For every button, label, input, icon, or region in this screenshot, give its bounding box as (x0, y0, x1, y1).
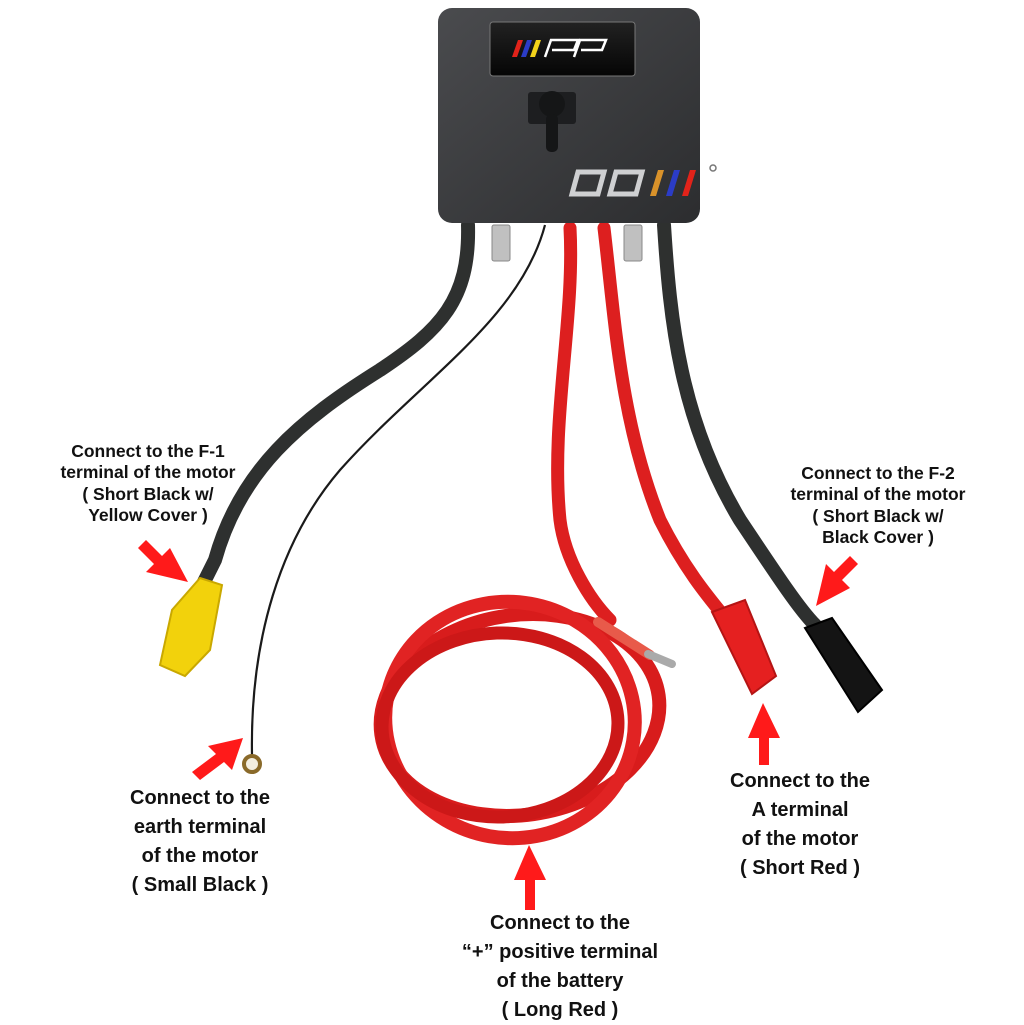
yellow-cover (158, 576, 224, 678)
label-f1-terminal: Connect to the F-1 terminal of the motor… (28, 441, 268, 526)
arrow-earth (192, 738, 243, 780)
pp-logo (512, 38, 608, 58)
label-line: Connect to the (490, 912, 630, 934)
cable-f2-black (657, 218, 884, 714)
label-line: ( Short Red ) (740, 857, 860, 879)
label-earth-terminal: Connect to the earth terminal of the mot… (100, 784, 300, 900)
label-line: ( Long Red ) (501, 999, 619, 1021)
arrow-a-terminal (748, 703, 780, 765)
label-line: Connect to the (730, 770, 870, 792)
control-box (438, 8, 717, 262)
dd-badge (568, 164, 717, 197)
label-a-terminal: Connect to the A terminal of the motor (… (700, 767, 900, 883)
label-line: terminal of the motor (60, 462, 236, 483)
label-line: Connect to the F-1 (71, 441, 225, 461)
label-line: of the battery (496, 970, 624, 992)
label-line: earth terminal (133, 816, 267, 838)
label-battery-positive: Connect to the “+” positive terminal of … (430, 909, 690, 1025)
label-line: Black Cover ) (822, 527, 934, 548)
label-line: of the motor (741, 828, 859, 850)
label-line: Connect to the F-2 (801, 463, 955, 483)
label-line: “+” positive terminal (461, 941, 659, 963)
label-line: Connect to the (130, 787, 270, 809)
label-line: terminal of the motor (790, 484, 966, 505)
label-line: ( Short Black w/ (812, 505, 944, 526)
label-line: A terminal (751, 799, 849, 821)
label-f2-terminal: Connect to the F-2 terminal of the motor… (768, 463, 988, 548)
earth-ring-terminal (242, 754, 262, 774)
cable-a-short-red (597, 221, 778, 696)
label-line: ( Small Black ) (131, 874, 269, 896)
cable-battery-long-red (373, 221, 676, 846)
cable-f1-black (193, 218, 476, 597)
arrow-f2 (816, 556, 858, 606)
arrow-f1 (138, 540, 188, 582)
label-line: ( Short Black w/ (82, 483, 214, 504)
cable-earth-small-black (250, 224, 547, 756)
label-line: of the motor (141, 845, 259, 867)
label-line: Yellow Cover ) (88, 505, 208, 526)
arrow-battery (514, 845, 546, 910)
